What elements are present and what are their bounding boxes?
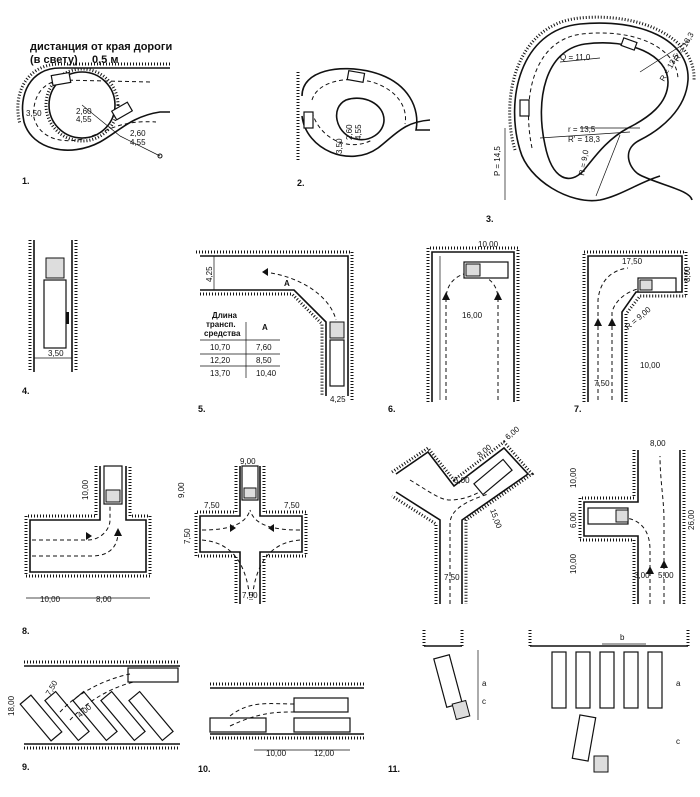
fig2-dim-1: 3,50	[335, 138, 344, 154]
fig1-dim-5: 4,55	[130, 138, 146, 147]
fig8d-dim-b1: 3,00	[634, 571, 650, 580]
fig2-dim-3: 4,55	[354, 124, 363, 140]
fig8c-dim-3: 5,00	[454, 476, 470, 485]
fig7-dim-r: R = 9,00	[624, 305, 654, 332]
figure-5-angle-turn: 4,25 A 4,25 Длина трансп. средства A 10,…	[196, 250, 354, 414]
figure-8c-y-junction: 6,00 8,00 5,00 15,00 7,50	[391, 424, 535, 604]
fig2-dim-2: 2,60	[345, 124, 354, 140]
fig8d-dim-top: 8,00	[650, 439, 666, 448]
fig8b-dim-l2: 7,50	[204, 501, 220, 510]
figure-8b-crossroads: 9,00 9,00 7,50 7,50 7,50 7,50	[177, 457, 308, 604]
fig6-dim-mid: 16,00	[462, 311, 483, 320]
table-header-line3: средства	[204, 329, 241, 338]
table-cell: 8,50	[256, 356, 272, 365]
fig5-label-a: A	[284, 279, 290, 288]
figure-8d-offset-bay: 8,00 10,00 6,00 10,00 26,00 3,00 5,00	[569, 439, 696, 604]
figure-number-11: 11.	[388, 764, 400, 774]
table-header-a: A	[262, 323, 268, 332]
fig7-dim-b2: 10,00	[640, 361, 661, 370]
fig8d-dim-l3: 10,00	[569, 553, 578, 574]
figure-2-teardrop-loop: 3,50 2,60 4,55 2.	[296, 67, 431, 188]
fig8b-dim-lv: 7,50	[183, 528, 192, 544]
fig10-dim-1: 10,00	[266, 749, 287, 758]
figure-10-parallel-parking: 10,00 12,00 10.	[198, 682, 364, 774]
fig8b-dim-top: 9,00	[240, 457, 256, 466]
fig8c-dim-1: 6,00	[504, 424, 522, 441]
table-header-line2: трансп.	[206, 320, 236, 329]
fig11-dim-a: a	[482, 679, 487, 688]
fig1-dim-3: 4,55	[76, 115, 92, 124]
fig11-dim-c: c	[482, 697, 486, 706]
fig10-dim-2: 12,00	[314, 749, 335, 758]
figure-number-9: 9.	[22, 762, 30, 772]
figure-number-7: 7.	[574, 404, 582, 414]
fig7-dim-right: 8,00	[683, 266, 692, 282]
fig3-radius-2: R = 13,5	[658, 52, 681, 83]
fig8a-dim-top: 10,00	[81, 479, 90, 500]
fig4-dim-1: 3,50	[48, 349, 64, 358]
caption-line2: (в свету)	[30, 54, 78, 66]
figure-6-dead-end: 10,00 16,00 6.	[388, 240, 520, 414]
fig8d-dim-r: 26,00	[687, 509, 696, 530]
fig11-dim-c2: c	[676, 737, 680, 746]
fig11-dim-b: b	[620, 633, 625, 642]
fig8c-dim-4: 15,00	[488, 508, 503, 530]
figure-number-10: 10.	[198, 764, 211, 774]
table-cell: 13,70	[210, 369, 231, 378]
figure-4-straight-lane: 3,50 4.	[22, 240, 78, 396]
fig8b-dim-l: 9,00	[177, 482, 186, 498]
figure-8a-t-junction: 10,00 10,00 8,00 8.	[22, 465, 152, 636]
fig5-vehicle-table: Длина трансп. средства A 10,70 7,60 12,2…	[200, 311, 280, 378]
figure-9-angled-parking: 18,00 7,50 4,00 9.	[7, 660, 180, 772]
caption-line1: дистанция от края дороги	[30, 41, 172, 53]
fig8b-dim-r: 7,50	[284, 501, 300, 510]
caption-value: 0,5 м	[92, 54, 119, 66]
table-header-line1: Длина	[212, 311, 238, 320]
fig8d-dim-b2: 5,00	[658, 571, 674, 580]
fig5-dim-top: 4,25	[205, 266, 214, 282]
fig1-dim-2: 2,60	[76, 107, 92, 116]
fig3-radius-3: r = 13,5	[568, 125, 596, 134]
fig11-dim-a2: a	[676, 679, 681, 688]
fig7-dim-top: 17,50	[622, 257, 643, 266]
fig3-q: Q = 11,0	[560, 53, 591, 62]
fig8c-dim-5: 7,50	[444, 573, 460, 582]
fig1-dim-4: 2,60	[130, 129, 146, 138]
table-cell: 12,20	[210, 356, 231, 365]
fig8d-dim-l1: 10,00	[569, 467, 578, 488]
table-cell: 10,40	[256, 369, 277, 378]
figure-number-4: 4.	[22, 386, 30, 396]
figure-11-loading-dock: a c b a c 11.	[388, 630, 690, 774]
fig8d-dim-l2: 6,00	[569, 512, 578, 528]
figure-number-8: 8.	[22, 626, 30, 636]
figure-number-2: 2.	[297, 178, 305, 188]
figure-number-5: 5.	[198, 404, 206, 414]
fig3-radius-5: R = 9,0	[577, 149, 590, 177]
figure-number-1: 1.	[22, 176, 30, 186]
fig8a-dim-b2: 8,00	[96, 595, 112, 604]
fig5-dim-bottom: 4,25	[330, 395, 346, 404]
table-cell: 10,70	[210, 343, 231, 352]
fig3-p: P = 14,5	[493, 146, 502, 176]
fig9-dim-1: 18,00	[7, 695, 16, 716]
fig7-dim-b1: 7,50	[594, 379, 610, 388]
fig8a-dim-b1: 10,00	[40, 595, 61, 604]
figure-number-3: 3.	[486, 214, 494, 224]
fig6-dim-top: 10,00	[478, 240, 499, 249]
table-cell: 7,60	[256, 343, 272, 352]
fig3-radius-4: R' = 18,3	[568, 135, 601, 144]
fig1-dim-1: 3,50	[26, 109, 42, 118]
fig8b-dim-b: 7,50	[242, 591, 258, 600]
figure-number-6: 6.	[388, 404, 396, 414]
figure-3-large-loop: R' = 18,3 R = 13,5 Q = 11,0 r = 13,5 R' …	[486, 15, 696, 224]
figure-7-side-bay: 17,50 8,00 R = 9,00 7,50 10,00 7.	[574, 250, 692, 414]
figure-1-turnaround-loop: 3,50 2,60 4,55 2,60 4,55 1.	[16, 62, 170, 186]
